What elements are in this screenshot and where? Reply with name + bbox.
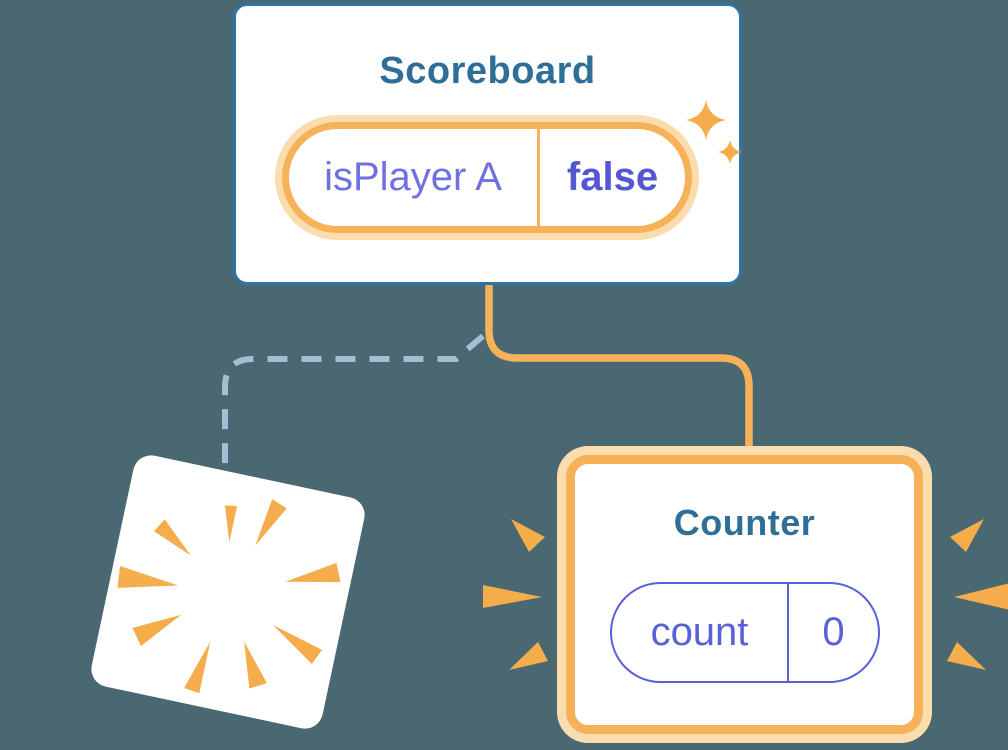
counter-title: Counter <box>673 502 816 543</box>
burst-rays-icon <box>117 499 341 694</box>
connector-line-active <box>485 283 753 465</box>
destroyed-component-card <box>88 452 368 732</box>
counter-state-pill: count 0 <box>610 582 880 683</box>
scoreboard-title: Scoreboard <box>379 50 596 92</box>
scoreboard-card: Scoreboard isPlayer A false <box>233 3 742 285</box>
scoreboard-state-pill: isPlayer A false <box>282 122 692 233</box>
connector-line-destroyed <box>222 333 485 468</box>
counter-state-key: count <box>612 584 789 681</box>
scoreboard-state-key: isPlayer A <box>289 129 540 226</box>
counter-state-value: 0 <box>822 610 845 654</box>
counter-card: Counter count 0 <box>566 455 923 734</box>
scoreboard-state-value: false <box>566 155 659 199</box>
